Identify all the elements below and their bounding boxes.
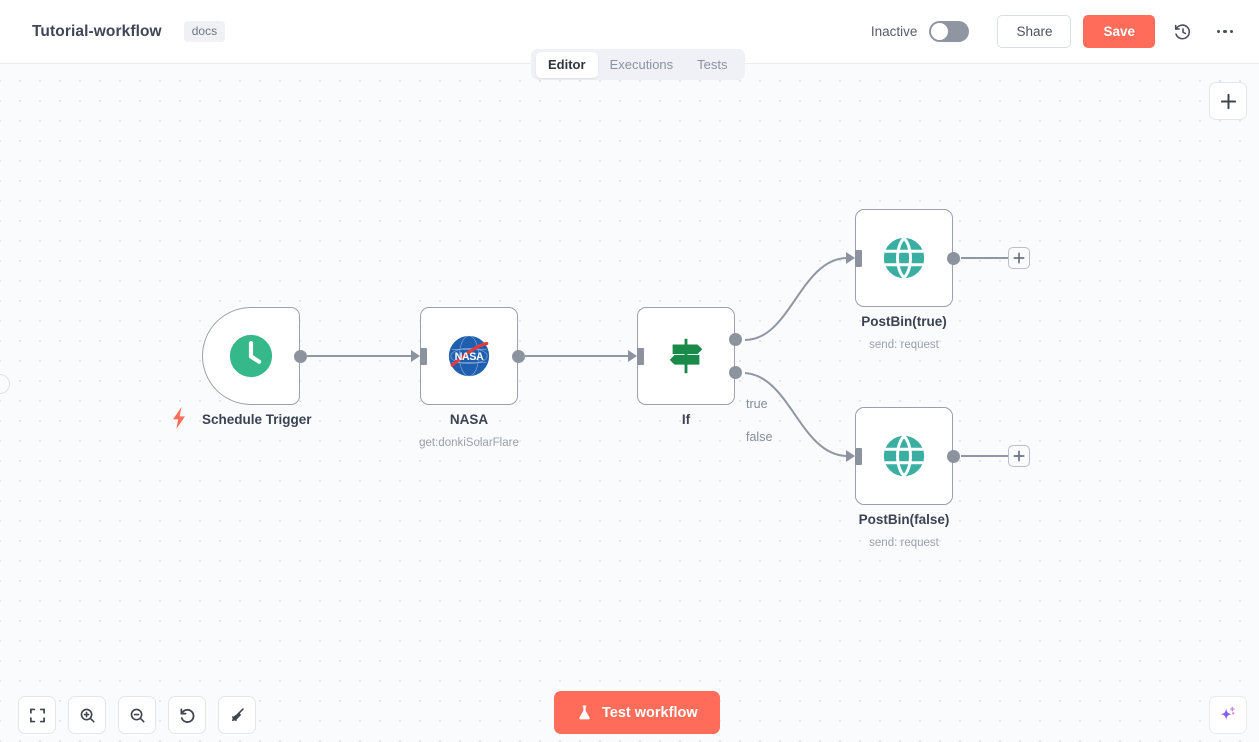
node-label-schedule-trigger: Schedule Trigger [202,412,312,427]
port-label-false: false [746,430,773,444]
svg-text:NASA: NASA [455,351,484,363]
toggle-knob [931,23,949,40]
history-icon[interactable] [1169,18,1197,46]
node-subtitle-nasa: get:donkiSolarFlare [419,437,519,449]
connection-edges [307,257,1008,457]
node-subtitle-postbin-true: send: request [869,339,939,351]
node-label-postbin-false: PostBin(false) [858,512,950,527]
more-options-icon[interactable] [1211,18,1239,46]
port-out-if-false[interactable] [729,366,742,379]
port-out-schedule-trigger[interactable] [294,350,307,363]
node-nasa[interactable]: NASA [420,307,518,405]
workflow-title[interactable]: Tutorial-workflow [32,22,162,40]
zoom-in-button[interactable] [68,696,106,734]
add-node-button[interactable] [1209,82,1247,120]
tab-tests[interactable]: Tests [697,56,728,72]
add-node-stub-false[interactable] [1008,445,1030,467]
zoom-to-fit-button[interactable] [18,696,56,734]
tab-executions[interactable]: Executions [609,56,674,72]
port-out-nasa[interactable] [512,350,525,363]
ai-assistant-button[interactable] [1209,696,1247,734]
tab-editor[interactable]: Editor [536,51,598,78]
workflow-canvas[interactable]: Schedule Trigger NASA NASA get:donkiSola… [0,64,1259,742]
workflow-activation-toggle[interactable] [929,21,970,42]
zoom-out-button[interactable] [118,696,156,734]
node-label-nasa: NASA [449,412,489,427]
globe-icon [883,237,925,279]
workflow-tag-docs[interactable]: docs [183,21,226,42]
sparkles-icon [1220,706,1235,720]
share-button[interactable]: Share [997,15,1072,48]
port-out-if-true[interactable] [729,333,742,346]
add-node-stub-true[interactable] [1008,247,1030,269]
editor-tabs: Editor Executions Tests [531,49,745,80]
clock-icon [229,334,273,378]
port-out-postbin-true[interactable] [947,252,960,265]
node-schedule-trigger[interactable] [202,307,300,405]
tidy-up-button[interactable] [218,696,256,734]
signpost-icon [669,338,703,374]
nasa-logo-icon: NASA [448,335,490,377]
save-button[interactable]: Save [1083,15,1155,48]
test-workflow-button[interactable]: Test workflow [554,691,720,734]
canvas-toolbar [18,696,256,734]
workflow-activation-label: Inactive [870,24,918,39]
globe-icon [883,435,925,477]
lightning-bolt-icon [170,406,188,435]
node-postbin-false[interactable] [855,407,953,505]
node-subtitle-postbin-false: send: request [869,537,939,549]
reset-zoom-button[interactable] [168,696,206,734]
node-postbin-true[interactable] [855,209,953,307]
header-actions: Inactive Share Save [871,15,1239,48]
node-if[interactable] [637,307,735,405]
flask-icon [579,705,590,720]
test-workflow-label: Test workflow [602,704,698,721]
node-label-postbin-true: PostBin(true) [861,314,947,329]
port-out-postbin-false[interactable] [947,450,960,463]
port-label-true: true [746,397,768,411]
node-label-if: If [681,412,691,427]
